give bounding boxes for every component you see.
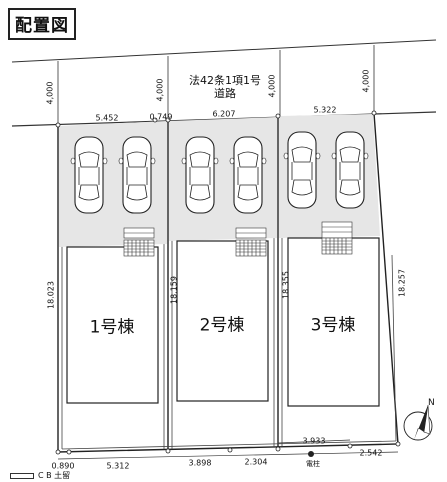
site-boundary xyxy=(57,112,399,453)
legend-label: C B 土留 xyxy=(38,471,71,480)
road-label-line2: 道路 xyxy=(214,87,236,100)
car-3 xyxy=(181,136,219,214)
house-1-entry xyxy=(123,227,155,257)
bottom-dimension-2: 5.312 xyxy=(106,461,130,471)
road-width-label-4: 4,000 xyxy=(361,69,371,93)
house-2-label: 2号棟 xyxy=(199,315,245,336)
car-6 xyxy=(331,131,369,209)
house-1-label: 1号棟 xyxy=(89,317,135,338)
road-width-label-1: 4,000 xyxy=(45,81,55,105)
top-dimension-3: 6.207 xyxy=(212,109,236,119)
entry-steps xyxy=(123,221,353,257)
side-dimension-2: 18.159 xyxy=(169,276,179,304)
boundary-markers xyxy=(55,110,401,455)
road-width-dimension-lines xyxy=(57,45,375,125)
bottom-dimension-5: 3.933 xyxy=(302,436,326,446)
page-title: 配置図 xyxy=(8,8,76,40)
house-1-footprint xyxy=(66,246,159,404)
utility-pole-icon xyxy=(308,451,314,457)
side-dimension-4: 18.257 xyxy=(397,269,407,297)
road-label-line1: 法42条1項1号 xyxy=(189,74,261,87)
cb-retaining-walls xyxy=(61,238,397,450)
car-5 xyxy=(283,131,321,209)
north-arrow-icon xyxy=(403,404,433,441)
house-2-footprint xyxy=(176,240,269,402)
north-label: N xyxy=(428,398,435,408)
side-dimension-3: 18.355 xyxy=(281,271,291,299)
bottom-dimension-3: 3.898 xyxy=(188,458,212,468)
top-dimension-1: 5.452 xyxy=(95,113,119,123)
top-dimension-2: 0.749 xyxy=(149,112,173,122)
car-1 xyxy=(70,136,108,214)
utility-pole-label: 電柱 xyxy=(306,460,320,468)
side-dimension-1: 18.023 xyxy=(46,281,56,309)
house-3-footprint xyxy=(287,237,380,407)
road-label: 法42条1項1号 道路 xyxy=(175,74,275,100)
cb-retaining-swatch xyxy=(10,472,34,479)
bottom-dimension-line xyxy=(57,439,399,460)
bottom-dimension-4: 2.304 xyxy=(244,457,268,467)
house-3-label: 3号棟 xyxy=(310,315,356,336)
road-width-label-3: 4,000 xyxy=(267,74,277,98)
car-2 xyxy=(118,136,156,214)
legend: C B 土留 xyxy=(10,470,70,481)
house-2-entry xyxy=(235,227,267,257)
road-width-label-2: 4,000 xyxy=(155,78,165,102)
bottom-dimension-6: 2.542 xyxy=(359,448,383,458)
road-far-edge xyxy=(11,39,437,63)
building-footprints xyxy=(66,237,380,407)
house-3-entry xyxy=(321,221,353,255)
car-4 xyxy=(229,136,267,214)
top-dimension-4: 5.322 xyxy=(313,105,337,115)
bottom-dimension-1: 0.890 xyxy=(51,461,75,471)
